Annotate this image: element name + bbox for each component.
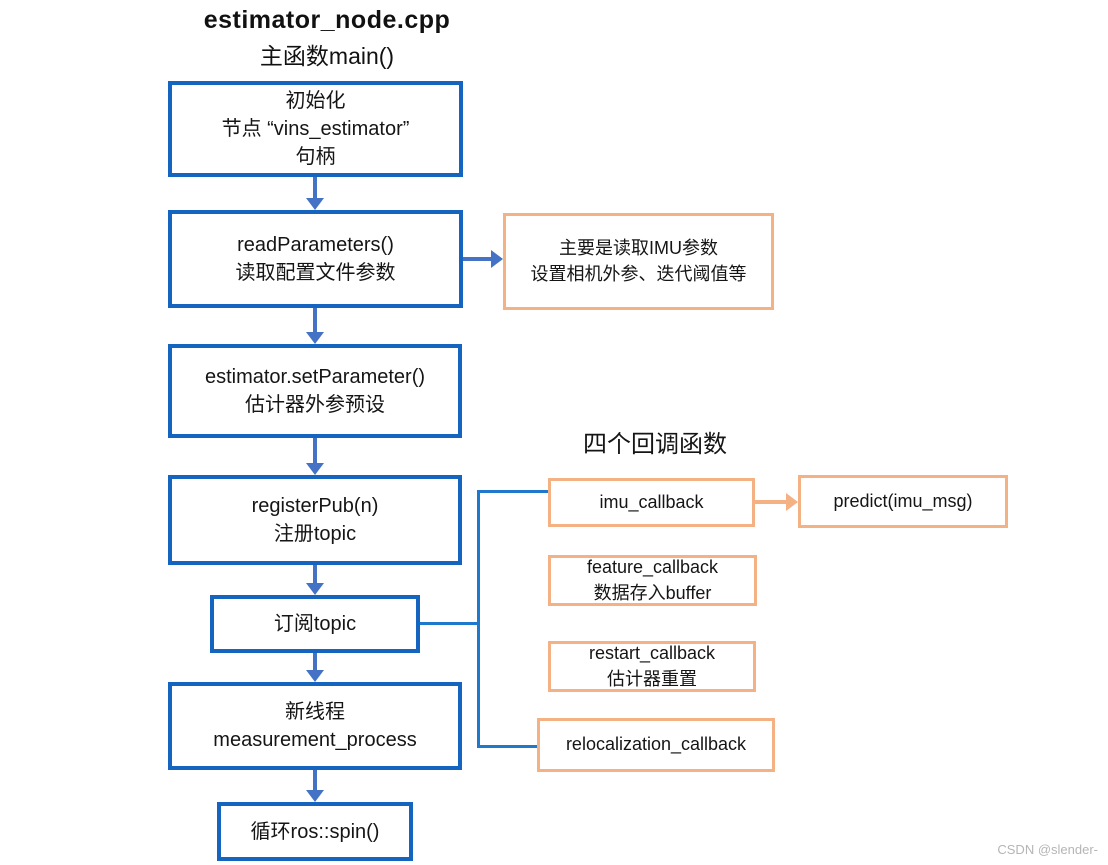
callback-box-imu: imu_callback (548, 478, 755, 527)
flow-box-init-line: 节点 “vins_estimator” (221, 118, 410, 140)
flow-box-measurement-thread-line: measurement_process (213, 729, 417, 751)
flow-box-register-pub: registerPub(n) 注册topic (168, 475, 462, 565)
callback-box-relocalization: relocalization_callback (537, 718, 775, 772)
flow-box-ros-spin: 循环ros::spin() (217, 802, 413, 861)
flow-box-read-parameters-line: readParameters() (237, 234, 394, 256)
callback-box-restart-line: 估计器重置 (607, 668, 697, 689)
arrow-down-icon (306, 653, 324, 682)
callback-box-relocalization-line: relocalization_callback (565, 734, 747, 755)
flow-box-ros-spin-line: 循环ros::spin() (250, 820, 380, 843)
flow-box-register-pub-line: registerPub(n) (251, 495, 379, 517)
connector-line (477, 490, 480, 748)
callback-box-feature-line: 数据存入buffer (593, 582, 712, 603)
connector-line (420, 622, 478, 625)
connector-line (477, 745, 537, 748)
callback-box-predict: predict(imu_msg) (798, 475, 1008, 528)
callback-box-feature-line: feature_callback (586, 557, 719, 578)
flow-box-register-pub-line: 注册topic (273, 523, 357, 545)
flow-box-read-parameters-line: 读取配置文件参数 (235, 262, 396, 284)
callback-box-imu-line: imu_callback (599, 491, 704, 512)
arrow-right-orange-icon (755, 493, 798, 511)
diagram-title: estimator_node.cpp (203, 6, 451, 34)
arrow-right-icon (463, 250, 503, 268)
flow-box-read-parameters: readParameters() 读取配置文件参数 (168, 210, 463, 308)
connector-line (477, 490, 548, 493)
arrow-down-icon (306, 177, 324, 210)
arrow-down-icon (306, 770, 324, 802)
flow-box-subscribe-topic: 订阅topic (210, 595, 420, 653)
flow-box-init-line: 初始化 (285, 90, 346, 112)
flow-box-measurement-thread-line: 新线程 (285, 701, 345, 723)
flow-box-set-parameter-line: 估计器外参预设 (245, 394, 385, 416)
arrow-down-icon (306, 565, 324, 595)
callback-box-predict-line: predict(imu_msg) (833, 490, 973, 511)
diagram-subtitle: 主函数main() (259, 43, 395, 69)
note-box-imu-params-line: 设置相机外参、迭代阈值等 (530, 263, 747, 284)
callback-box-restart: restart_callback 估计器重置 (548, 641, 756, 692)
note-box-imu-params: 主要是读取IMU参数 设置相机外参、迭代阈值等 (503, 213, 774, 310)
arrow-down-icon (306, 308, 324, 344)
watermark: CSDN @slender- (997, 842, 1098, 857)
flow-box-init-line: 句柄 (295, 146, 336, 168)
flow-box-init: 初始化 节点 “vins_estimator” 句柄 (168, 81, 463, 177)
callback-box-restart-line: restart_callback (588, 643, 716, 664)
arrow-down-icon (306, 438, 324, 475)
callback-box-feature: feature_callback 数据存入buffer (548, 555, 757, 606)
note-box-imu-params-line: 主要是读取IMU参数 (559, 238, 718, 259)
flow-box-measurement-thread: 新线程 measurement_process (168, 682, 462, 770)
callbacks-heading: 四个回调函数 (583, 431, 727, 458)
flow-box-subscribe-topic-line: 订阅topic (273, 613, 357, 635)
flow-box-set-parameter-line: estimator.setParameter() (204, 366, 426, 388)
flow-box-set-parameter: estimator.setParameter() 估计器外参预设 (168, 344, 462, 438)
